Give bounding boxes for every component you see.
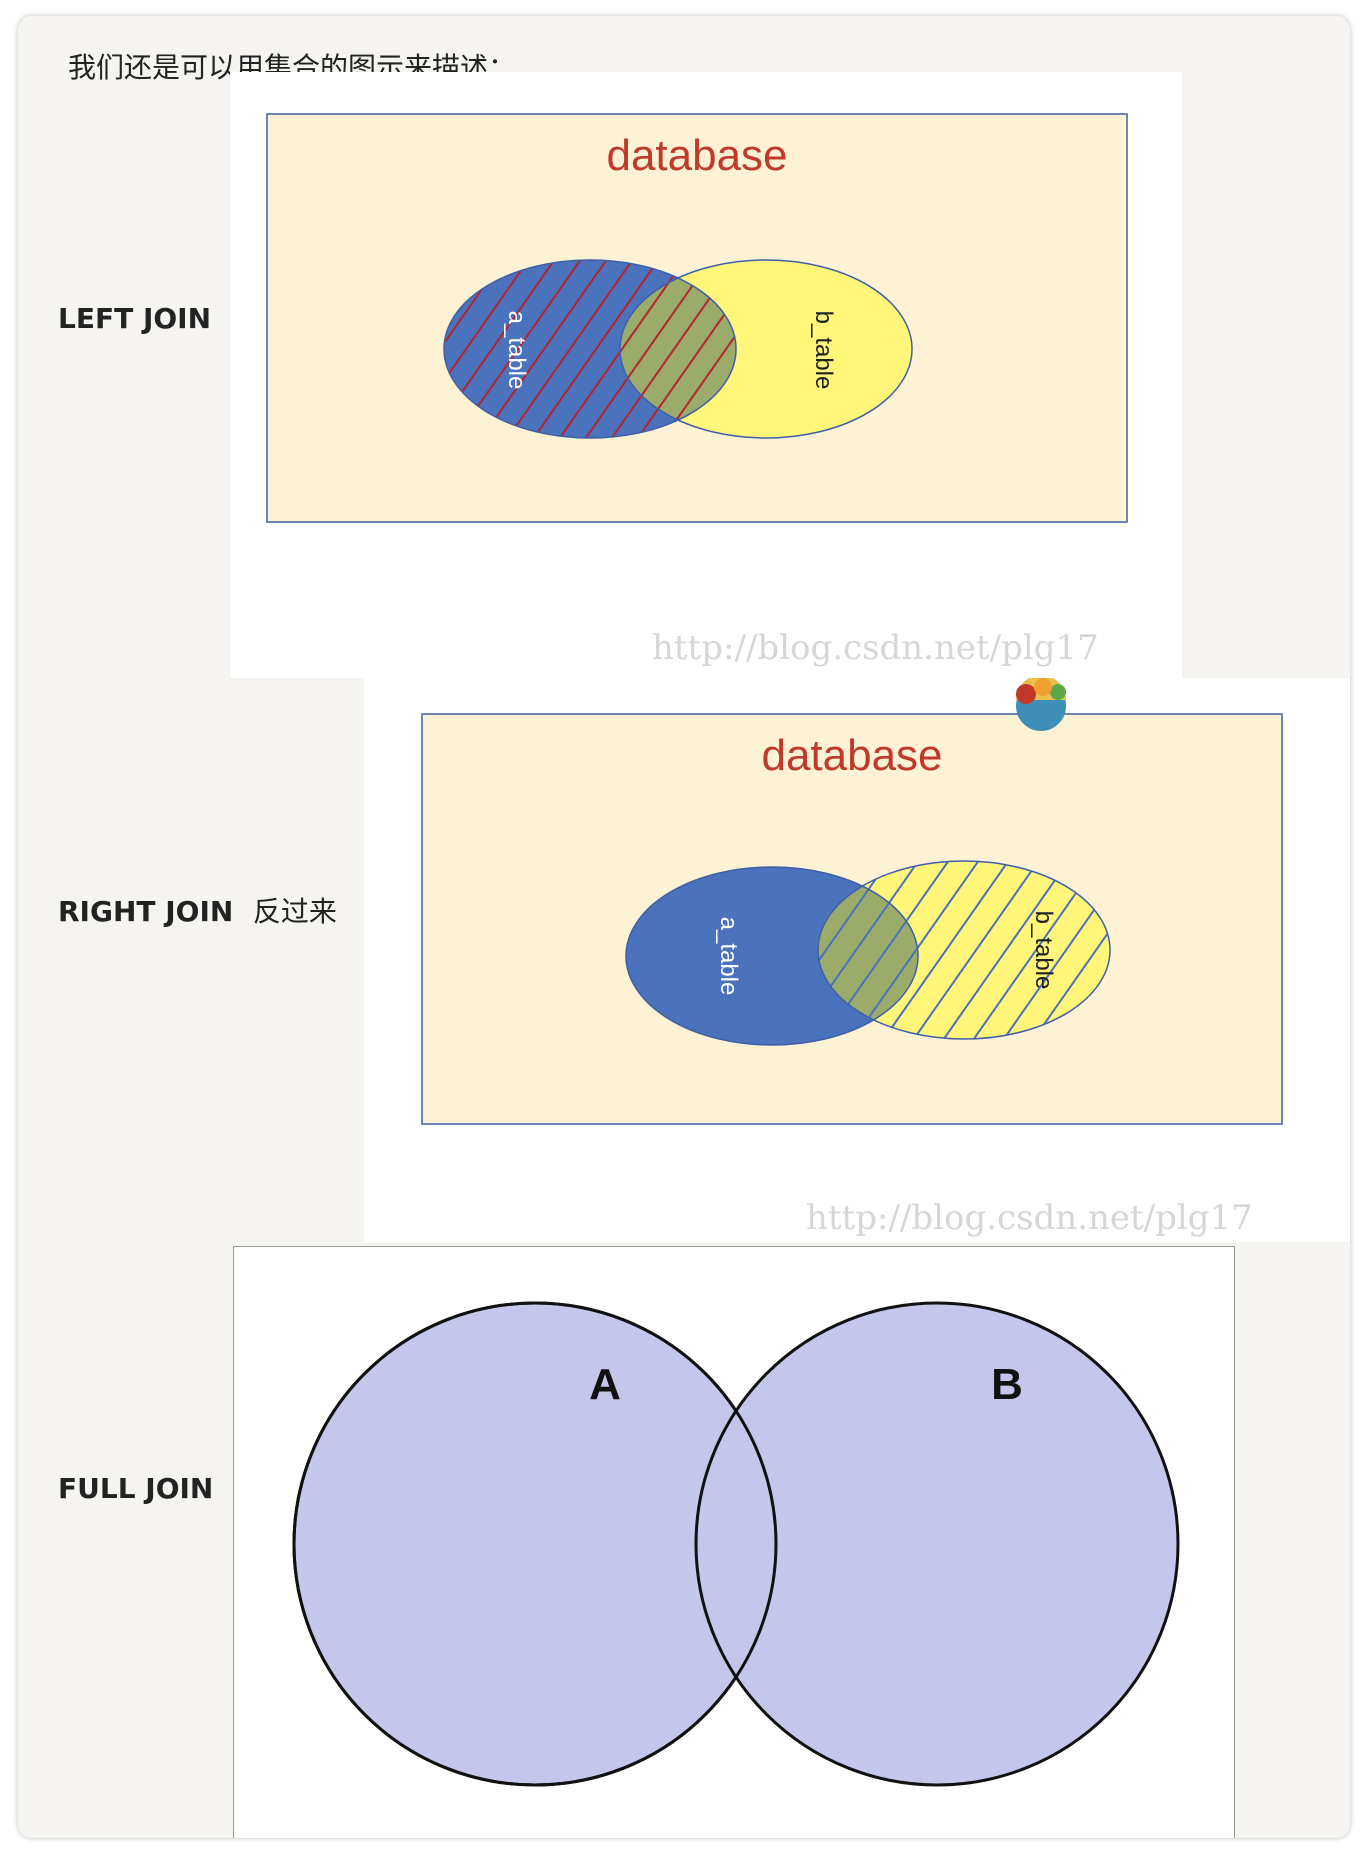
hatch-line <box>523 260 665 438</box>
hatch-line <box>444 260 535 438</box>
hatch-line <box>818 861 895 1039</box>
hatch-line <box>653 260 736 438</box>
a-table-label: a_table <box>715 917 742 996</box>
a-table-outline <box>625 866 919 1046</box>
watermark: http://blog.csdn.net/plg17 <box>652 628 1099 668</box>
intersection-region <box>620 260 736 438</box>
article-card: 我们还是可以用集合的图示来描述： LEFT JOIN database a_ta… <box>18 16 1350 1838</box>
b-table-outline <box>817 860 1111 1040</box>
set-b-circle <box>694 1301 1180 1787</box>
hatch-line <box>444 260 561 438</box>
left-join-diagram: database a_table b_table <box>266 113 1128 523</box>
b-table-label: b_table <box>810 311 837 390</box>
a-table-outline <box>443 259 737 439</box>
hatch-line <box>903 861 1045 1039</box>
hatch-line <box>627 260 736 438</box>
set-b-label: B <box>991 1360 1023 1409</box>
right-join-diagram: database a_table b_table <box>421 678 1283 1125</box>
fruit-bowl-icon <box>1016 678 1066 731</box>
hatch-line <box>1023 861 1110 1039</box>
hatch-line <box>993 861 1110 1039</box>
full-join-diagram: A B <box>292 1301 1180 1787</box>
hatch-line <box>873 861 1015 1039</box>
left-join-image: database a_table b_table http://blog.csd… <box>230 72 1182 678</box>
hatch-line <box>933 861 1075 1039</box>
b-table-outline <box>619 259 913 439</box>
database-title: database <box>761 731 942 780</box>
set-a-outline <box>292 1301 778 1787</box>
hatch-line <box>497 260 639 438</box>
intersection-region <box>818 867 918 1039</box>
a-table-label: a_table <box>503 311 530 390</box>
database-title: database <box>606 131 787 180</box>
left-join-label: LEFT JOIN <box>58 302 212 335</box>
b-table-label: b_table <box>1030 911 1057 990</box>
full-join-image: A B <box>233 1246 1235 1838</box>
right-join-image: database a_table b_table http://blog.csd… <box>364 678 1350 1242</box>
watermark: http://blog.csdn.net/plg17 <box>806 1198 1253 1238</box>
hatch-line <box>818 861 925 1039</box>
full-join-label: FULL JOIN <box>58 1472 214 1505</box>
right-join-note: 反过来 <box>252 895 337 928</box>
set-a-label: A <box>589 1360 621 1409</box>
right-join-label-text: RIGHT JOIN <box>58 895 234 928</box>
right-join-label: RIGHT JOIN 反过来 <box>58 890 337 930</box>
